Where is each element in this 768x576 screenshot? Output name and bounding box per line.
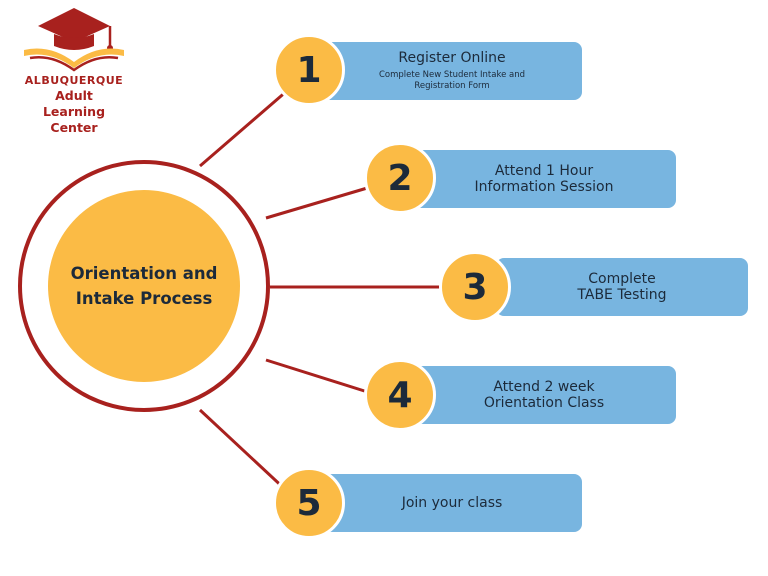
- connector-line-2: [265, 184, 375, 220]
- step-5-number: 5: [273, 467, 345, 539]
- step-3-number: 3: [439, 251, 511, 323]
- step-1-title: Register Online: [398, 50, 506, 66]
- step-4-number: 4: [364, 359, 436, 431]
- connector-line-4: [265, 358, 375, 396]
- step-2-number: 2: [364, 142, 436, 214]
- hub-circle: Orientation and Intake Process: [48, 190, 240, 382]
- logo-name: Adult Learning Center: [42, 88, 106, 135]
- step-2-box: Attend 1 Hour Information Session: [412, 150, 676, 208]
- step-2-title: Attend 1 Hour Information Session: [474, 163, 614, 195]
- logo-city: ALBUQUERQUE: [24, 74, 124, 87]
- step-1-number: 1: [273, 34, 345, 106]
- graduation-cap-book-icon: [24, 8, 124, 72]
- step-4-box: Attend 2 week Orientation Class: [412, 366, 676, 424]
- connector-line-1: [199, 88, 289, 168]
- step-1-subtitle: Complete New Student Intake and Registra…: [378, 70, 526, 91]
- step-3-title: Complete TABE Testing: [577, 271, 667, 303]
- connector-line-5: [198, 408, 290, 494]
- step-5-box: Join your class: [322, 474, 582, 532]
- step-3-box: Complete TABE Testing: [496, 258, 748, 316]
- hub-title: Orientation and Intake Process: [70, 264, 218, 308]
- step-4-title: Attend 2 week Orientation Class: [483, 379, 605, 411]
- logo: ALBUQUERQUE Adult Learning Center: [14, 6, 134, 146]
- step-1-box: Register Online Complete New Student Int…: [322, 42, 582, 100]
- step-5-title: Join your class: [401, 495, 503, 511]
